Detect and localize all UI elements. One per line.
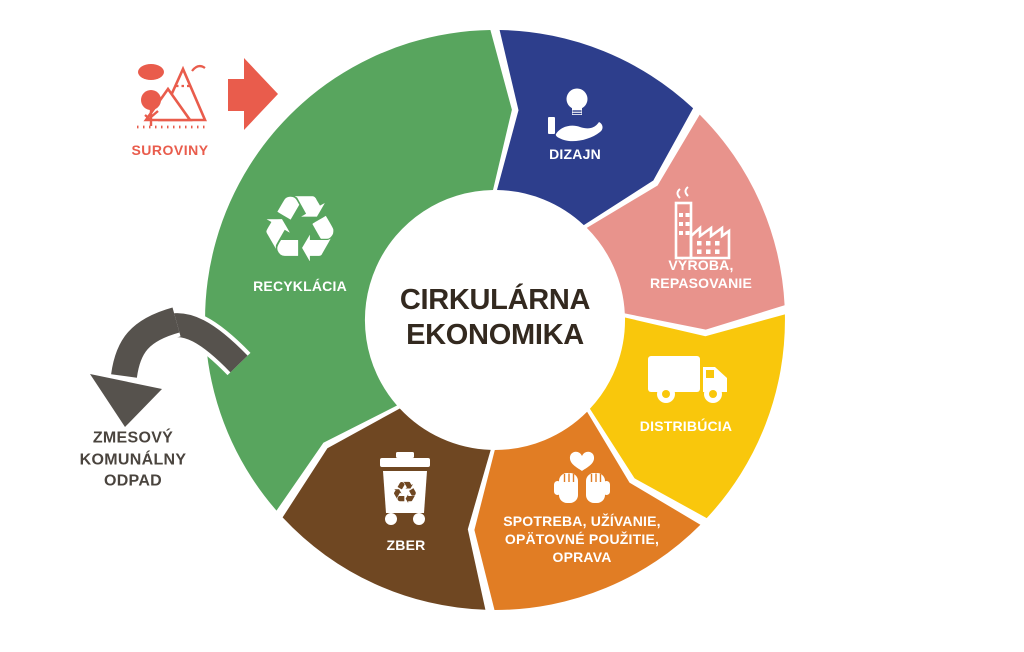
center-title: CIRKULÁRNA EKONOMIKA (399, 284, 591, 351)
lightbulb-in-hand-icon (548, 88, 603, 142)
bin-recycle-glyph: ♻ (392, 476, 419, 511)
factory-icon (674, 186, 731, 260)
raw-materials-label: SUROVINY (131, 142, 209, 159)
delivery-truck-icon (648, 356, 727, 403)
segment-label-distribucia: DISTRIBÚCIA (639, 418, 733, 435)
segment-label-dizajn: DIZAJN (549, 146, 601, 163)
segment-spotreba (474, 411, 701, 611)
hands-heart-icon (554, 451, 610, 503)
input-arrow-icon (228, 58, 278, 130)
mountains-nature-icon (137, 64, 207, 129)
segment-distribucia (589, 314, 785, 519)
segment-label-vyroba: VÝROBA, REPASOVANIE (649, 257, 753, 291)
mixed-waste-label: ZMESOVÝ KOMUNÁLNY ODPAD (79, 429, 187, 490)
waste-bin-icon: ♻ (380, 452, 430, 525)
curved-arrow-down-icon (83, 303, 251, 437)
segment-label-spotreba: SPOTREBA, UŽÍVANIE, OPÄTOVNÉ POUŽITIE, O… (503, 513, 661, 565)
segment-label-recyklacia: RECYKLÁCIA (253, 278, 347, 295)
segment-label-zber: ZBER (386, 537, 426, 554)
recycle-arrows-icon: ♻ (259, 176, 341, 283)
segment-recyklacia (205, 30, 512, 511)
